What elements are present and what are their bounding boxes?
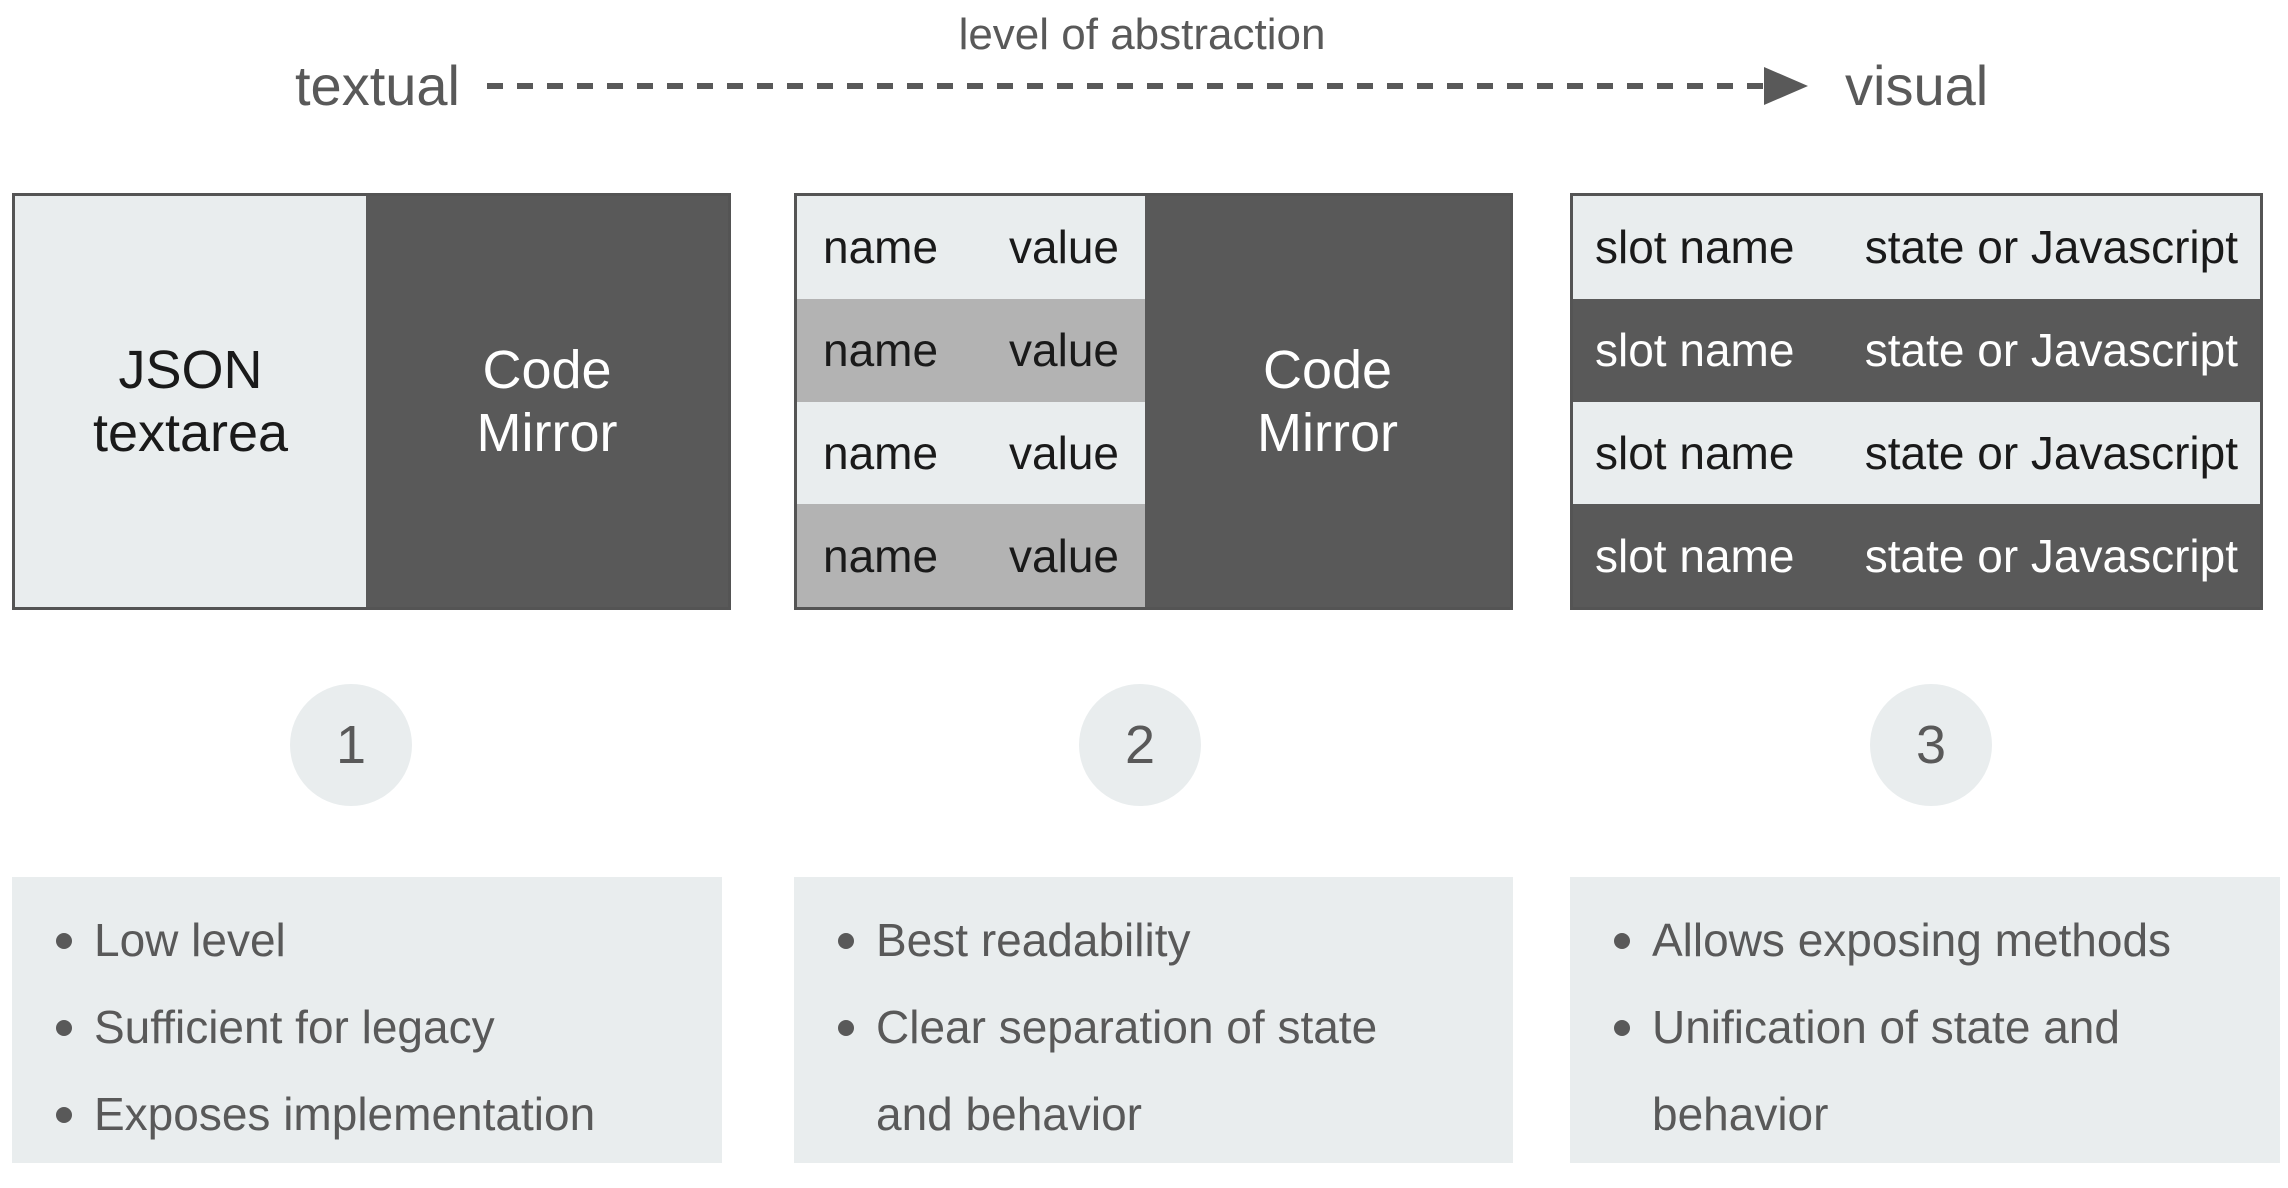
table-row: name value (797, 504, 1145, 607)
table-row: slot name state or Javascript (1573, 504, 2260, 607)
note-item: Low level (56, 897, 698, 984)
notes-box-3: Allows exposing methods Unification of s… (1570, 877, 2280, 1163)
row-name-cell: name (823, 324, 939, 377)
slot-value-cell: state or Javascript (1864, 426, 2238, 479)
bullet-icon (838, 1020, 854, 1036)
note-item: Sufficient for legacy (56, 984, 698, 1071)
arrow-head-icon (1764, 67, 1808, 105)
notes-box-1: Low level Sufficient for legacy Exposes … (12, 877, 722, 1163)
slot-name-cell: slot name (1595, 324, 1795, 377)
table-row: slot name state or Javascript (1573, 298, 2260, 402)
notes-box-2: Best readability Clear separation of sta… (794, 877, 1513, 1163)
step-number: 2 (1124, 715, 1156, 775)
slot-value-cell: state or Javascript (1864, 324, 2238, 377)
note-item: Exposes implementation (56, 1071, 698, 1158)
panel-json-textarea: JSON textarea Code Mirror (12, 193, 731, 610)
row-name-cell: name (823, 529, 939, 582)
note-line: Allows exposing methods (1652, 914, 2172, 966)
note-item: Allows exposing methods (1614, 897, 2256, 984)
note-line: Best readability (876, 914, 1191, 966)
bullet-icon (838, 933, 854, 949)
row-name-cell: name (823, 221, 939, 274)
json-textarea-label-line1: JSON (118, 339, 263, 400)
note-item: Unification of state and behavior (1614, 984, 2256, 1158)
table-row: name value (797, 401, 1145, 505)
codemirror-label-line1: Code (1262, 339, 1393, 400)
slot-name-cell: slot name (1595, 426, 1795, 479)
note-item: Best readability (838, 897, 1489, 984)
table-row: slot name state or Javascript (1573, 401, 2260, 505)
axis-title-level-of-abstraction: level of abstraction (958, 10, 1326, 59)
codemirror-label-line1: Code (482, 339, 612, 400)
codemirror-block-1: Code Mirror (366, 196, 728, 607)
step-badge-3: 3 (1870, 684, 1992, 806)
abstraction-axis-dashed-line (487, 83, 1764, 89)
axis-label-textual: textual (295, 54, 460, 117)
table-row: slot name state or Javascript (1573, 196, 2260, 299)
codemirror-block-2: Code Mirror (1145, 196, 1510, 607)
note-line: Sufficient for legacy (94, 1001, 495, 1053)
note-line: Clear separation of state (876, 1001, 1378, 1053)
slot-value-cell: state or Javascript (1864, 529, 2238, 582)
bullet-icon (56, 1107, 72, 1123)
row-name-cell: name (823, 426, 939, 479)
panel-name-value-table: name value name value name value name va… (794, 193, 1513, 610)
row-value-cell: value (1009, 529, 1119, 582)
bullet-icon (56, 933, 72, 949)
codemirror-label-line2: Mirror (476, 402, 618, 463)
bullet-icon (1614, 933, 1630, 949)
table-row: name value (797, 196, 1145, 299)
step-badge-2: 2 (1079, 684, 1201, 806)
step-number: 1 (335, 715, 367, 775)
bullet-icon (1614, 1020, 1630, 1036)
row-value-cell: value (1009, 426, 1119, 479)
axis-label-visual: visual (1845, 54, 1989, 117)
note-line: behavior (1652, 1088, 1829, 1140)
note-item: Clear separation of state and behavior (838, 984, 1489, 1158)
note-line: Low level (94, 914, 286, 966)
bullet-icon (56, 1020, 72, 1036)
codemirror-label-line2: Mirror (1257, 402, 1398, 463)
note-line: Unification of state and (1652, 1001, 2120, 1053)
name-value-table: name value name value name value name va… (797, 196, 1145, 607)
slot-name-cell: slot name (1595, 529, 1795, 582)
step-number: 3 (1915, 715, 1947, 775)
slot-value-cell: state or Javascript (1864, 221, 2238, 274)
note-line: and behavior (876, 1088, 1142, 1140)
table-row: name value (797, 298, 1145, 402)
row-value-cell: value (1009, 324, 1119, 377)
step-badge-1: 1 (290, 684, 412, 806)
json-textarea-label-line2: textarea (92, 402, 289, 463)
note-line: Exposes implementation (94, 1088, 596, 1140)
panel-slot-table: slot name state or Javascript slot name … (1570, 193, 2263, 610)
json-textarea-block: JSON textarea (15, 196, 366, 607)
row-value-cell: value (1009, 221, 1119, 274)
slot-name-cell: slot name (1595, 221, 1795, 274)
